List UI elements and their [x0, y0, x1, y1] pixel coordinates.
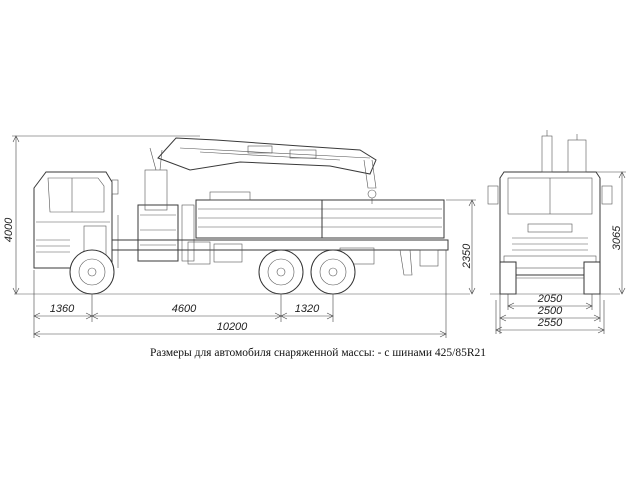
side-view: 4000 2350 1360 4600 1320 — [3, 135, 476, 338]
front-wheels — [499, 261, 601, 295]
crane-tower — [137, 147, 195, 262]
crane-boom — [157, 137, 377, 204]
rear-wheel-2 — [310, 249, 356, 295]
cargo-platform — [180, 191, 446, 241]
dim-label-overall-width: 2550 — [537, 317, 563, 329]
dim-label-track-width: 2050 — [537, 293, 563, 305]
dim-label-cab-height: 3065 — [611, 225, 623, 250]
dim-widths: 2050 2500 2550 — [495, 293, 605, 334]
dim-platform-height: 2350 — [446, 199, 476, 295]
dim-cab-height: 3065 — [596, 171, 626, 295]
dim-label-platform-height: 2350 — [461, 243, 473, 269]
dim-chain-horizontal: 1360 4600 1320 10200 — [33, 250, 447, 338]
front-cab — [487, 171, 613, 276]
dim-label-overall-length: 10200 — [217, 321, 248, 333]
dim-label-wheelbase: 4600 — [172, 303, 197, 315]
dim-label-body-width: 2500 — [537, 305, 563, 317]
dim-label-front-overhang: 1360 — [50, 303, 75, 315]
dim-label-bogie-spacing: 1320 — [295, 303, 320, 315]
rear-wheel-1 — [258, 249, 304, 295]
drawing-caption: Размеры для автомобиля снаряженной массы… — [150, 347, 486, 359]
truck-cab — [33, 171, 119, 269]
front-wheel — [69, 249, 115, 295]
dim-overall-height: 4000 — [3, 135, 200, 295]
dim-label-overall-height: 4000 — [3, 217, 15, 242]
front-view: 3065 2050 2500 2550 — [487, 130, 626, 334]
front-crane-top — [541, 130, 587, 173]
